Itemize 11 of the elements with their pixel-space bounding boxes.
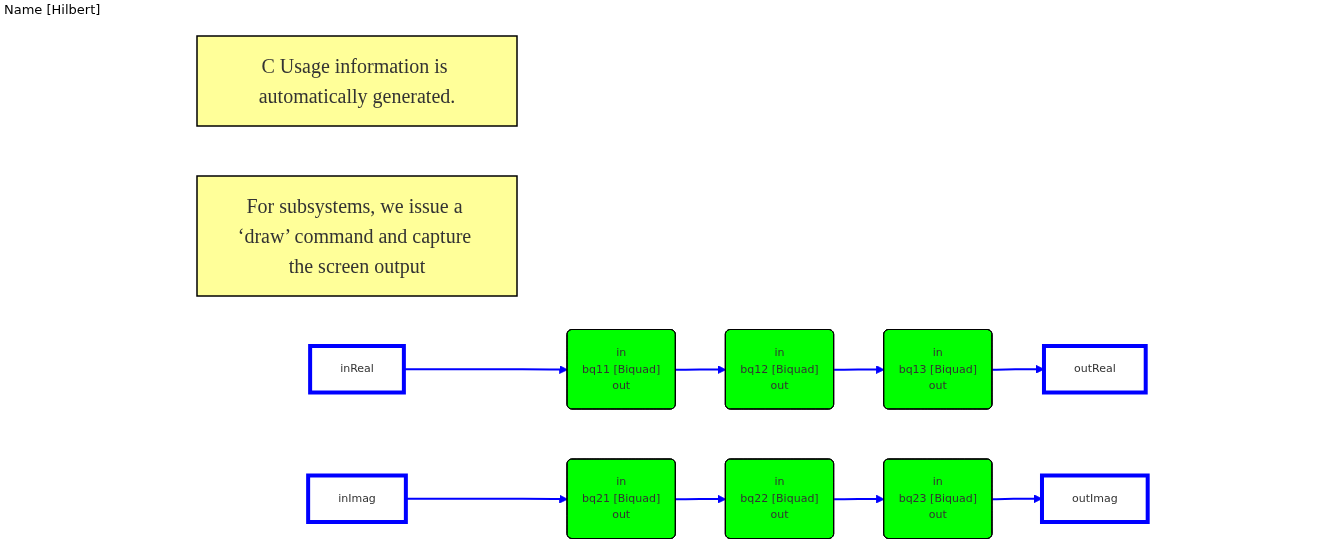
arrow <box>674 364 726 374</box>
node-box: C Usage information is automatically generated. <box>195 35 518 127</box>
node-box: outReal <box>1041 343 1148 395</box>
arrow <box>674 494 726 504</box>
node-box: outImag <box>1039 473 1150 524</box>
node-box: For subsystems, we issue a ‘draw’ command and capture the screen output <box>195 175 518 297</box>
arrow <box>832 364 885 374</box>
diagram-title: Name [Hilbert] <box>4 2 101 17</box>
node-box: inReal <box>307 343 406 395</box>
node-box: inImag <box>305 473 408 524</box>
arrow <box>832 494 885 504</box>
